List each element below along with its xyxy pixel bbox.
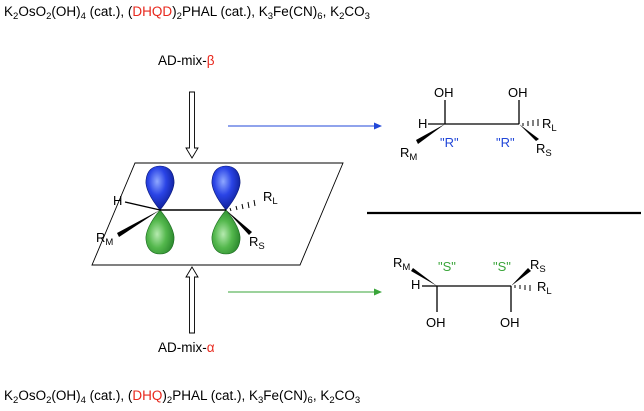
product-r-rm: RM: [400, 145, 418, 163]
admix-beta-label: AD-mix-β: [158, 53, 215, 68]
product-s-oh1: OH: [426, 315, 446, 330]
p-orbital-lower-right: [211, 209, 241, 255]
diol-ss-bonds: [411, 268, 531, 312]
blue-arrow: [228, 122, 382, 130]
up-arrow: [185, 266, 199, 334]
product-r-config1: "R": [440, 135, 459, 150]
product-r-rl: RL: [542, 116, 557, 134]
ligand-dhqd: DHQD: [132, 4, 173, 19]
product-s-h: H: [411, 277, 421, 292]
alkene-rl-label: RL: [263, 189, 278, 207]
product-s-rs: RS: [530, 257, 546, 275]
admix-alpha-label: AD-mix-α: [158, 340, 215, 355]
alkene-h-label: H: [113, 193, 123, 208]
bottom-reagents: K2OsO2(OH)4 (cat.), (DHQ)2PHAL (cat.), K…: [4, 388, 361, 406]
product-s-rm: RM: [393, 255, 411, 273]
alkene-rs-wedge: [226, 210, 252, 235]
p-orbital-upper-right: [211, 165, 241, 211]
diol-rr-hash: [522, 119, 539, 126]
product-r-rs: RS: [536, 141, 552, 159]
product-s-rl: RL: [537, 279, 552, 297]
product-r-oh1: OH: [434, 85, 454, 100]
p-orbital-upper-left: [145, 165, 175, 211]
alkene-rm-wedge: [117, 210, 160, 237]
product-r-config2: "R": [496, 135, 515, 150]
diol-ss-hash: [514, 285, 531, 291]
alkene-rl-hash: [229, 199, 256, 212]
product-r-h: H: [418, 116, 428, 131]
top-reagents: K2OsO2(OH)4 (cat.), (DHQD)2PHAL (cat.), …: [4, 4, 370, 22]
green-arrow: [228, 288, 382, 296]
plane: [91, 162, 344, 266]
down-arrow: [185, 91, 199, 159]
product-r-oh2: OH: [508, 85, 528, 100]
p-orbital-lower-left: [145, 209, 175, 255]
alkene-rs-label: RS: [249, 234, 265, 252]
product-s-config1: "S": [438, 259, 456, 274]
product-s-config2: "S": [493, 259, 511, 274]
product-s-oh2: OH: [500, 315, 520, 330]
diol-rr-bonds: [416, 100, 539, 144]
alkene-h-bond: [124, 201, 161, 211]
ligand-dhq: DHQ: [132, 388, 163, 403]
alkene-rm-label: RM: [96, 230, 114, 248]
